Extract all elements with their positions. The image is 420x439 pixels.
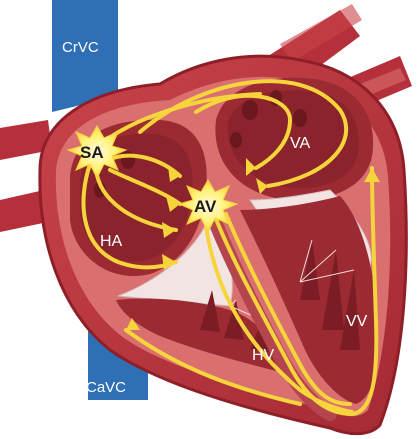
- label-av: AV: [194, 197, 217, 216]
- label-sa: SA: [80, 143, 104, 162]
- label-cavc: CaVC: [86, 379, 126, 396]
- label-va: VA: [290, 135, 310, 152]
- label-vv: VV: [346, 313, 368, 330]
- label-ha: HA: [100, 233, 123, 250]
- label-crvc: CrVC: [62, 39, 99, 56]
- label-hv: HV: [252, 347, 275, 364]
